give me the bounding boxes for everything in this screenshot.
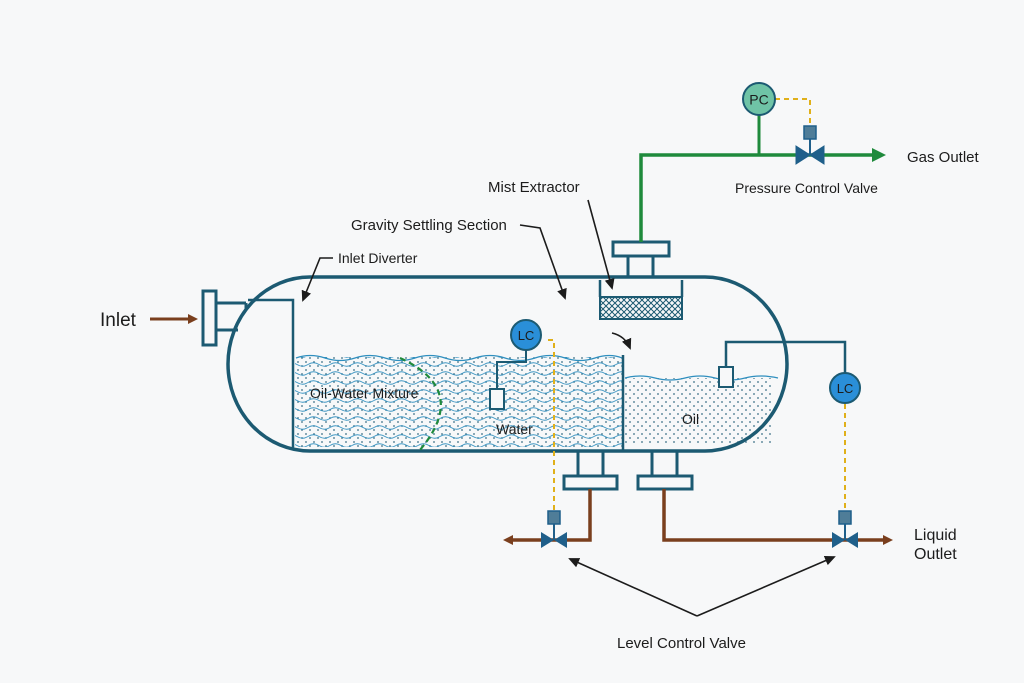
oil-water-mixture-label: Oil-Water Mixture [310,385,419,401]
water-lc-stem [496,350,527,390]
oil-level-control-valve [832,510,858,548]
gas-outlet-line [639,148,886,242]
gas-outlet-label: Gas Outlet [907,149,980,166]
water-outlet-nozzle [562,451,619,491]
level-control-valve-leader-left [568,558,698,617]
oil-label: Oil [682,411,699,427]
water-lc-signal-line [548,339,555,511]
inlet-diverter-plate [248,298,295,450]
gravity-settling-leader [519,224,567,300]
pressure-control-valve-label: Pressure Control Valve [735,180,878,196]
water-label: Water [496,421,533,437]
inlet-diverter-leader [301,257,333,302]
valve-actuator-icon [547,510,561,525]
interface-curve [399,356,442,451]
oil-level-controller-label: LC [837,381,854,396]
oil-level-float [718,366,734,388]
separator-vessel [226,275,789,453]
water-level-control-valve [541,510,567,548]
level-control-valve-leader-right [696,555,836,617]
liquid-outlet-label-line1: Liquid [914,527,957,544]
water-waves-region [295,357,623,447]
pressure-controller [742,82,776,116]
valve-actuator-icon [803,125,817,140]
oil-surface-line [624,375,779,381]
oil-lc-line [724,340,847,373]
oil-outlet-nozzle [636,451,694,491]
pc-signal-line [775,98,811,126]
inlet-nozzle [201,289,248,347]
level-control-valve-label: Level Control Valve [617,635,746,652]
mist-extractor-leader [587,199,615,290]
liquid-outlet-label-line2: Outlet [914,546,957,563]
mist-extractor-pad [599,296,683,320]
mist-extractor-label: Mist Extractor [488,179,580,196]
mixture-surface-line [295,354,623,362]
inlet-diverter-label: Inlet Diverter [338,250,418,266]
oil-region [623,378,773,444]
gas-flow-curve-arrow [611,332,632,350]
gravity-settling-section-label: Gravity Settling Section [351,217,507,234]
pressure-controller-label: PC [749,92,768,108]
water-outlet-line [503,489,592,545]
gas-outlet-nozzle [611,240,671,277]
inlet-label: Inlet [100,310,137,331]
water-level-controller-label: LC [518,328,535,343]
liquid-regions [295,354,779,450]
pressure-control-valve [795,125,825,165]
water-level-float [489,388,505,410]
mist-extractor-housing [598,280,684,297]
oil-level-controller [829,372,861,404]
valve-actuator-icon [838,510,852,525]
water-level-controller [510,319,542,351]
oil-outlet-line [662,489,893,545]
